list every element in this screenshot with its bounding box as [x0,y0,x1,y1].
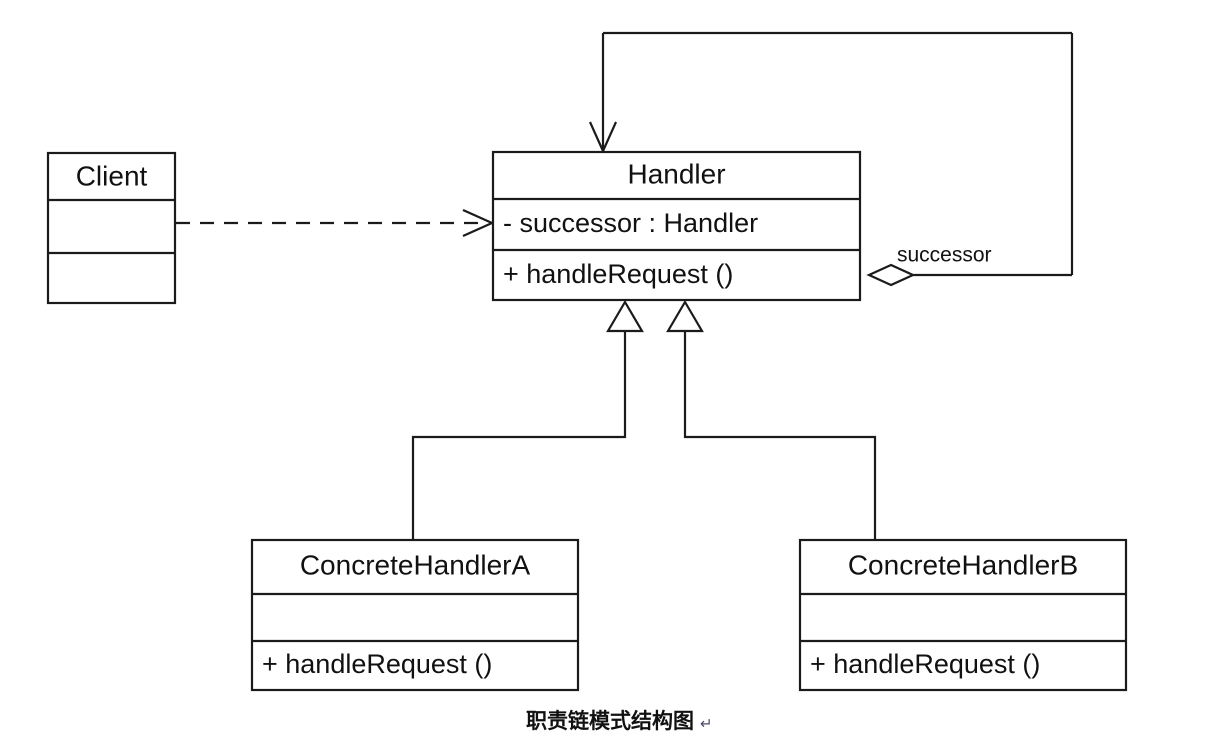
concrete-handler-a-class-name: ConcreteHandlerA [300,549,531,580]
concrete-handler-b-operation: + handleRequest () [810,649,1040,679]
caption-title: 职责链模式结构图 [526,709,694,733]
handler-class-name: Handler [627,158,725,189]
class-box-concrete-handler-a[interactable]: ConcreteHandlerA + handleRequest () [250,538,580,692]
generalization-line-b [683,331,877,540]
relation-concrete-a-generalization[interactable] [411,299,644,540]
generalization-triangle-a-icon [606,299,644,333]
caption-pilcrow-icon: ↵ [700,715,713,733]
class-box-client[interactable]: Client [46,151,177,305]
class-box-concrete-handler-b[interactable]: ConcreteHandlerB + handleRequest () [798,538,1128,692]
generalization-triangle-b-icon [666,299,704,333]
concrete-handler-b-box-outline [798,538,1128,692]
aggregation-diamond-icon [866,263,916,287]
generalization-line-a [411,331,627,540]
relation-handler-successor-aggregation[interactable]: successor [588,31,1074,287]
client-class-name: Client [76,160,148,191]
successor-label: successor [897,244,992,267]
relation-concrete-b-generalization[interactable] [666,299,877,540]
client-box-outline [46,151,177,305]
handler-operation: + handleRequest () [503,259,733,289]
concrete-handler-a-operation: + handleRequest () [262,649,492,679]
handler-box-outline [491,150,862,302]
concrete-handler-b-class-name: ConcreteHandlerB [848,549,1078,580]
class-box-handler[interactable]: Handler - successor : Handler + handleRe… [491,150,862,302]
relation-client-handler-dependency[interactable] [176,208,495,238]
concrete-handler-a-box-outline [250,538,580,692]
diagram-caption: 职责链模式结构图 ↵ [526,709,713,733]
handler-attribute: - successor : Handler [503,208,758,238]
